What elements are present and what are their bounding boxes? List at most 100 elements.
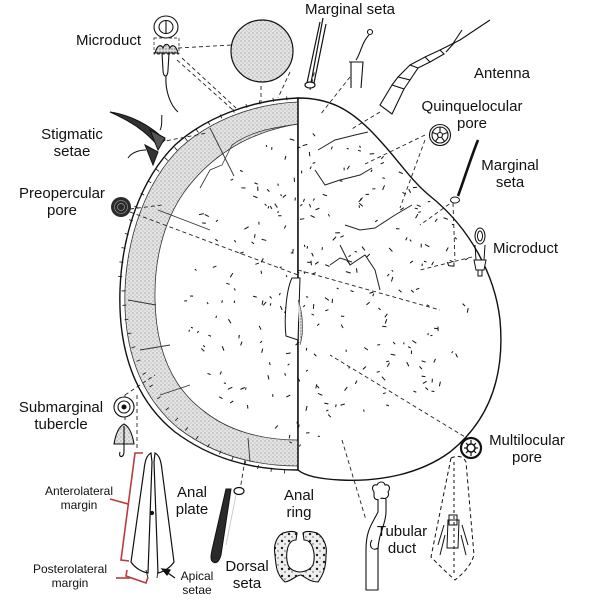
seta-dash bbox=[324, 402, 329, 405]
seta-dash bbox=[430, 334, 433, 337]
seta-dash bbox=[423, 260, 427, 263]
seta-dash bbox=[390, 276, 394, 282]
marginal-hair bbox=[127, 332, 132, 335]
anal-ring-icon bbox=[273, 530, 327, 583]
seta-dash bbox=[277, 211, 279, 214]
seta-dash bbox=[434, 218, 438, 222]
seta-dash bbox=[207, 372, 211, 376]
seta-dash bbox=[406, 361, 410, 367]
marginal-hair bbox=[232, 108, 235, 113]
insect-body bbox=[118, 96, 502, 481]
seta-dash bbox=[449, 259, 454, 263]
seta-dash bbox=[190, 326, 194, 329]
marginal-hair bbox=[149, 384, 154, 388]
seta-dash bbox=[269, 205, 273, 210]
seta-dash bbox=[386, 404, 390, 407]
seta-dash bbox=[364, 347, 369, 351]
seta-dash bbox=[197, 330, 199, 334]
marginal-hair bbox=[165, 407, 170, 411]
marginal-hair bbox=[195, 128, 199, 133]
seta-dash bbox=[410, 289, 415, 293]
seta-dash bbox=[327, 213, 330, 217]
anterolateral-bracket bbox=[120, 452, 143, 562]
seta-dash bbox=[324, 297, 330, 301]
seta-dash bbox=[287, 363, 290, 366]
seta-dash bbox=[251, 241, 255, 245]
marginal-hair bbox=[174, 147, 178, 151]
label-preopercular-pore-line1: Preopercular bbox=[19, 185, 105, 202]
seta-dash bbox=[355, 268, 358, 273]
seta-dash bbox=[431, 261, 434, 266]
seta-dash bbox=[357, 149, 361, 152]
seta-dash bbox=[413, 390, 417, 393]
marginal-hair bbox=[140, 192, 145, 196]
marginal-hair bbox=[231, 456, 234, 461]
band-segments bbox=[127, 127, 251, 463]
seta-dash bbox=[215, 238, 219, 242]
seta-dash bbox=[433, 358, 436, 363]
seta-dash bbox=[314, 261, 319, 265]
marginal-hair bbox=[245, 103, 248, 109]
margin-brackets bbox=[109, 452, 149, 585]
seta-dash bbox=[366, 301, 370, 306]
seta-dash bbox=[239, 169, 243, 173]
label-apical-setae-line2: setae bbox=[182, 583, 212, 597]
label-marginal-seta-top: Marginal seta bbox=[305, 1, 396, 18]
label-apical-setae-line1: Apical bbox=[181, 569, 214, 583]
marginal-hair bbox=[142, 372, 147, 375]
seta-dash bbox=[305, 296, 309, 298]
seta-dash bbox=[244, 387, 247, 390]
seta-dash bbox=[378, 307, 381, 311]
seta-dash bbox=[451, 351, 454, 354]
seta-dash bbox=[253, 234, 256, 238]
seta-dash bbox=[464, 257, 469, 261]
seta-dash bbox=[252, 195, 258, 199]
seta-dash bbox=[362, 366, 367, 370]
seta-dash bbox=[398, 289, 402, 293]
label-posterolateral-margin-line1: Posterolateral bbox=[33, 562, 107, 576]
seta-dash bbox=[325, 409, 329, 412]
marginal-hair bbox=[174, 417, 179, 422]
marginal-hair bbox=[270, 467, 272, 472]
marginal-hair bbox=[124, 318, 129, 321]
seta-dash bbox=[384, 319, 388, 324]
seta-dash bbox=[358, 202, 364, 207]
seta-dash bbox=[376, 370, 380, 373]
seta-dash bbox=[306, 246, 309, 249]
seta-dash bbox=[359, 145, 361, 149]
marginal-hair bbox=[147, 180, 152, 184]
marginal-hair bbox=[207, 443, 210, 448]
marginal-hair bbox=[184, 137, 188, 142]
marginal-hair bbox=[219, 114, 223, 119]
seta-dash bbox=[454, 236, 458, 240]
seta-dash bbox=[200, 348, 205, 352]
seta-dash bbox=[336, 287, 339, 290]
label-submarginal-tubercle-line2: tubercle bbox=[34, 416, 87, 433]
seta-dash bbox=[332, 236, 337, 241]
seta-dash bbox=[305, 369, 309, 372]
seta-dash bbox=[340, 324, 344, 329]
submarginal-tubercle-icon bbox=[113, 396, 135, 458]
seta-dash bbox=[305, 405, 308, 411]
seta-dash bbox=[288, 434, 291, 439]
seta-dash bbox=[346, 165, 350, 170]
seta-dash bbox=[311, 313, 315, 316]
marginal-hairs bbox=[118, 96, 288, 474]
label-posterolateral-margin-line2: margin bbox=[52, 576, 89, 590]
seta-dash bbox=[303, 304, 306, 308]
seta-dash bbox=[421, 263, 423, 267]
seta-dash bbox=[285, 274, 288, 278]
label-stigmatic-setae-line2: setae bbox=[54, 143, 91, 160]
seta-dash bbox=[297, 424, 300, 429]
label-tubular-duct-line1: Tubular bbox=[377, 523, 427, 540]
marginal-hair bbox=[258, 100, 261, 105]
seta-dash bbox=[274, 203, 278, 208]
label-submarginal-tubercle-line1: Submarginal bbox=[19, 399, 103, 416]
marginal-hair bbox=[257, 464, 259, 470]
seta-dash bbox=[322, 193, 328, 197]
seta-dash bbox=[325, 309, 329, 312]
